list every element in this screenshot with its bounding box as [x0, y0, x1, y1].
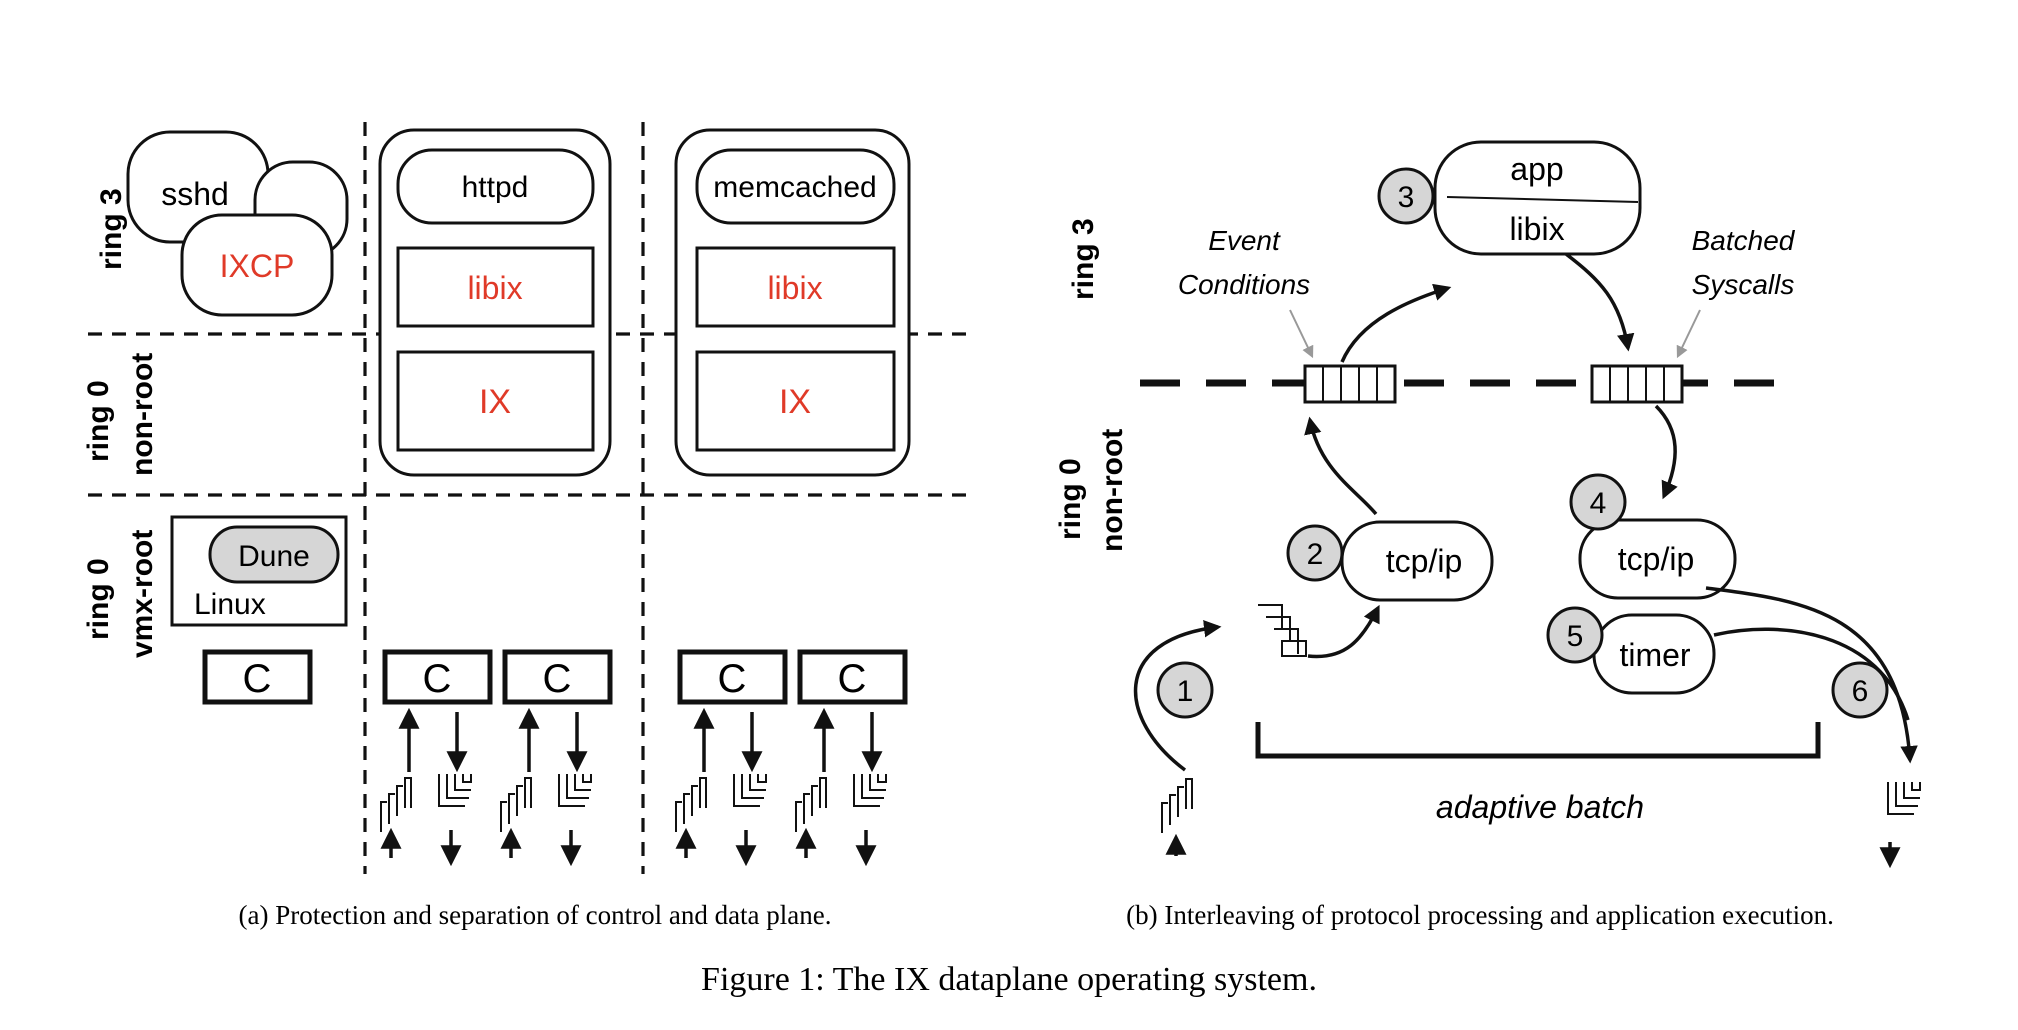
arrow-timer-to-tx [1713, 627, 1910, 721]
sshd-label: sshd [161, 176, 229, 212]
adaptive-batch-label: adaptive batch [1436, 789, 1644, 825]
httpd-app-shape [396, 148, 595, 225]
httpd-label: httpd [462, 171, 529, 204]
memcached-libix-label: libix [767, 270, 822, 306]
memcached-ix-label: IX [779, 383, 811, 421]
step-3 [1377, 167, 1435, 225]
httpd-ix-box [396, 350, 595, 452]
adaptive-batch-bracket [1255, 722, 1821, 759]
b-label-ring0: ring 0 [1054, 458, 1087, 540]
step-5 [1546, 606, 1604, 664]
tcpip-right-label: tcp/ip [1618, 541, 1694, 577]
memcached-libix-box [695, 246, 896, 328]
syscalls-label-1: Batched [1692, 225, 1796, 256]
syscalls-label-2: Syscalls [1692, 269, 1795, 300]
tcpip-right-shape [1578, 518, 1737, 600]
panel-a-caption: (a) Protection and separation of control… [238, 900, 831, 930]
arrow-event-to-app [1340, 283, 1452, 363]
svg-text:6: 6 [1852, 675, 1869, 708]
mid-packets [1258, 604, 1307, 657]
httpd-libix-label: libix [467, 270, 522, 306]
arrow-tcpip-to-tx [1705, 586, 1918, 764]
dune-label: Dune [238, 540, 310, 573]
svg-text:4: 4 [1590, 487, 1607, 520]
memcached-app-shape [695, 148, 896, 225]
core-label: C [838, 657, 867, 701]
label-ring0-vmx: ring 0 [82, 558, 115, 640]
label-nonroot: non-root [126, 353, 159, 476]
arrow-libix-to-syscalls [1564, 252, 1635, 352]
step-1 [1156, 661, 1214, 719]
panel-b: ring 3 ring 0 non-root app libix Event C… [1054, 140, 1921, 930]
dataplane-cores: C C C [380, 649, 908, 867]
step-4 [1569, 473, 1627, 531]
figure-caption: Figure 1: The IX dataplane operating sys… [701, 961, 1317, 998]
memcached-ix-box [695, 350, 896, 452]
core-label: C [718, 657, 747, 701]
step-6 [1831, 661, 1889, 719]
label-vmxroot: vmx-root [126, 530, 159, 658]
event-label-1: Event [1208, 225, 1281, 256]
syscall-queue [1590, 364, 1684, 404]
core-group-3: C [675, 649, 788, 867]
httpd-libix-box [396, 246, 595, 328]
memcached-label: memcached [713, 171, 876, 204]
event-queue [1303, 364, 1397, 404]
core-label: C [423, 657, 452, 701]
timer-label: timer [1619, 637, 1690, 673]
arrow-mid-to-tcpip [1307, 604, 1380, 659]
event-label-2: Conditions [1178, 269, 1310, 300]
panel-a-row-labels: ring 3 ring 0 non-root ring 0 vmx-root [82, 188, 159, 658]
dataplane-httpd: httpd libix IX [378, 128, 612, 477]
event-pointer [1289, 309, 1314, 359]
svg-text:2: 2 [1307, 538, 1324, 571]
step-circles: 3 2 4 5 1 6 [1156, 167, 1889, 719]
svg-text:3: 3 [1398, 181, 1415, 214]
tcpip-left-label: tcp/ip [1386, 543, 1462, 579]
syscalls-pointer [1676, 309, 1701, 359]
arrow-rx-to-mid [1133, 619, 1222, 772]
core-group-4: C [795, 649, 908, 867]
panel-a: ring 3 ring 0 non-root ring 0 vmx-root s… [82, 122, 975, 930]
label-ring3: ring 3 [95, 188, 128, 270]
dune-shape [208, 525, 340, 584]
core-group-1: C [380, 649, 493, 867]
label-ring0: ring 0 [82, 380, 115, 462]
core-label: C [243, 657, 272, 701]
core-label: C [543, 657, 572, 701]
panel-b-caption: (b) Interleaving of protocol processing … [1126, 900, 1834, 930]
arrow-syscalls-to-tcpip [1654, 404, 1678, 500]
ixcp-label: IXCP [220, 248, 295, 284]
b-label-ring3: ring 3 [1067, 218, 1100, 300]
ixcp-shape [180, 213, 334, 317]
dataplane-memcached: memcached libix IX [674, 128, 911, 477]
arrow-tcpip-to-event [1304, 416, 1378, 516]
core-group-2: C [500, 649, 613, 867]
httpd-ix-label: IX [479, 383, 511, 421]
svg-text:5: 5 [1567, 620, 1584, 653]
b-label-nonroot: non-root [1096, 429, 1129, 552]
linux-label: Linux [194, 588, 266, 621]
app-label: app [1510, 151, 1563, 187]
step-2 [1286, 524, 1344, 582]
app-libix-divider [1446, 196, 1639, 203]
b-libix-label: libix [1509, 211, 1564, 247]
core-linux [202, 649, 313, 705]
app-libix-shape [1433, 140, 1642, 256]
svg-text:1: 1 [1177, 675, 1194, 708]
